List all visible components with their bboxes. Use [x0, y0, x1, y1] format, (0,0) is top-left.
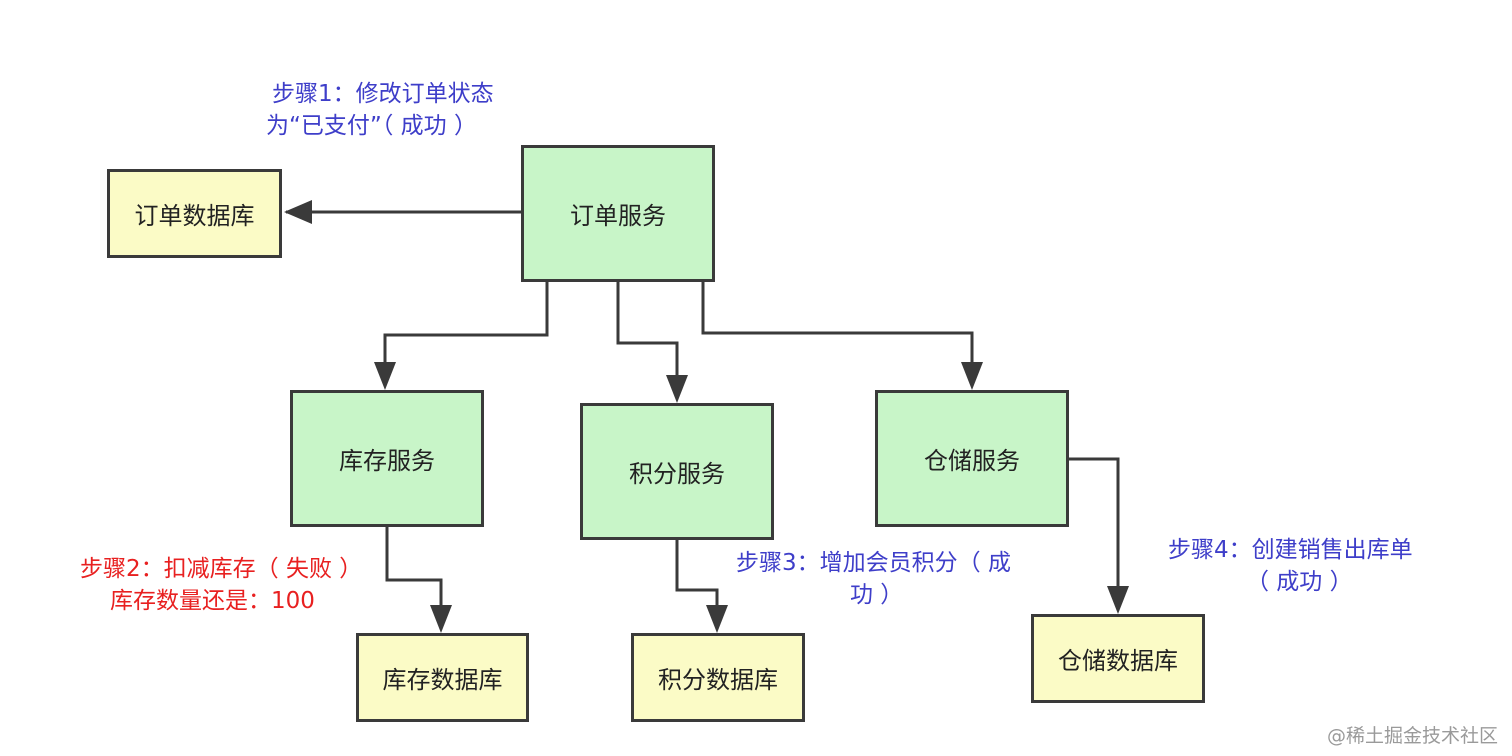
arrow-points-to-db: [675, 540, 719, 608]
step4-line2: （ 成功 ）: [1246, 569, 1353, 595]
points-service-box: 积分服务: [580, 403, 774, 540]
inventory-db-box: 库存数据库: [356, 633, 529, 722]
points-service-label: 积分服务: [629, 460, 725, 488]
order-service-box: 订单服务: [521, 145, 715, 282]
arrowhead-inventory: [374, 362, 396, 390]
order-db-label: 订单数据库: [134, 202, 255, 230]
inventory-service-label: 库存服务: [339, 447, 435, 475]
warehouse-service-label: 仓储服务: [924, 447, 1020, 475]
arrowhead-inventory-db: [430, 605, 452, 633]
arrow-order-to-warehouse: [701, 282, 974, 365]
step1-line1: 步骤1：修改订单状态: [272, 81, 494, 107]
arrow-inventory-to-db: [385, 527, 443, 608]
arrow-warehouse-to-db: [1069, 457, 1120, 590]
arrowhead-warehouse-db: [1107, 586, 1129, 614]
step1-note: 步骤1：修改订单状态 为“已支付”（ 成功 ）: [266, 78, 494, 142]
arrowhead-warehouse: [961, 362, 983, 390]
warehouse-service-box: 仓储服务: [875, 390, 1069, 527]
warehouse-db-box: 仓储数据库: [1031, 614, 1205, 703]
order-service-label: 订单服务: [570, 202, 666, 230]
warehouse-db-label: 仓储数据库: [1058, 647, 1178, 675]
arrowhead-orderdb: [284, 200, 312, 224]
step2-line2: 库存数量还是：100: [110, 588, 315, 614]
points-db-box: 积分数据库: [631, 633, 805, 722]
order-db-box: 订单数据库: [107, 169, 282, 258]
step3-line1: 步骤3：增加会员积分（ 成: [736, 550, 1011, 576]
arrowhead-points-db: [706, 605, 728, 633]
points-db-label: 积分数据库: [658, 666, 778, 694]
step4-note: 步骤4：创建销售出库单 （ 成功 ）: [1168, 534, 1413, 598]
inventory-service-box: 库存服务: [290, 390, 484, 527]
step4-line1: 步骤4：创建销售出库单: [1168, 537, 1413, 563]
arrow-order-to-points: [616, 282, 679, 378]
step3-note: 步骤3：增加会员积分（ 成 功 ）: [736, 547, 1011, 611]
step2-line1: 步骤2：扣减库存（ 失败 ）: [80, 556, 363, 582]
arrow-order-to-inventory: [383, 282, 549, 365]
arrowhead-points: [666, 375, 688, 403]
inventory-db-label: 库存数据库: [382, 666, 503, 694]
step3-line2: 功 ）: [850, 582, 904, 608]
watermark: @稀土掘金技术社区: [1326, 725, 1498, 747]
step2-note: 步骤2：扣减库存（ 失败 ） 库存数量还是：100: [80, 553, 362, 617]
step1-line2: 为“已支付”（ 成功 ）: [266, 113, 477, 139]
